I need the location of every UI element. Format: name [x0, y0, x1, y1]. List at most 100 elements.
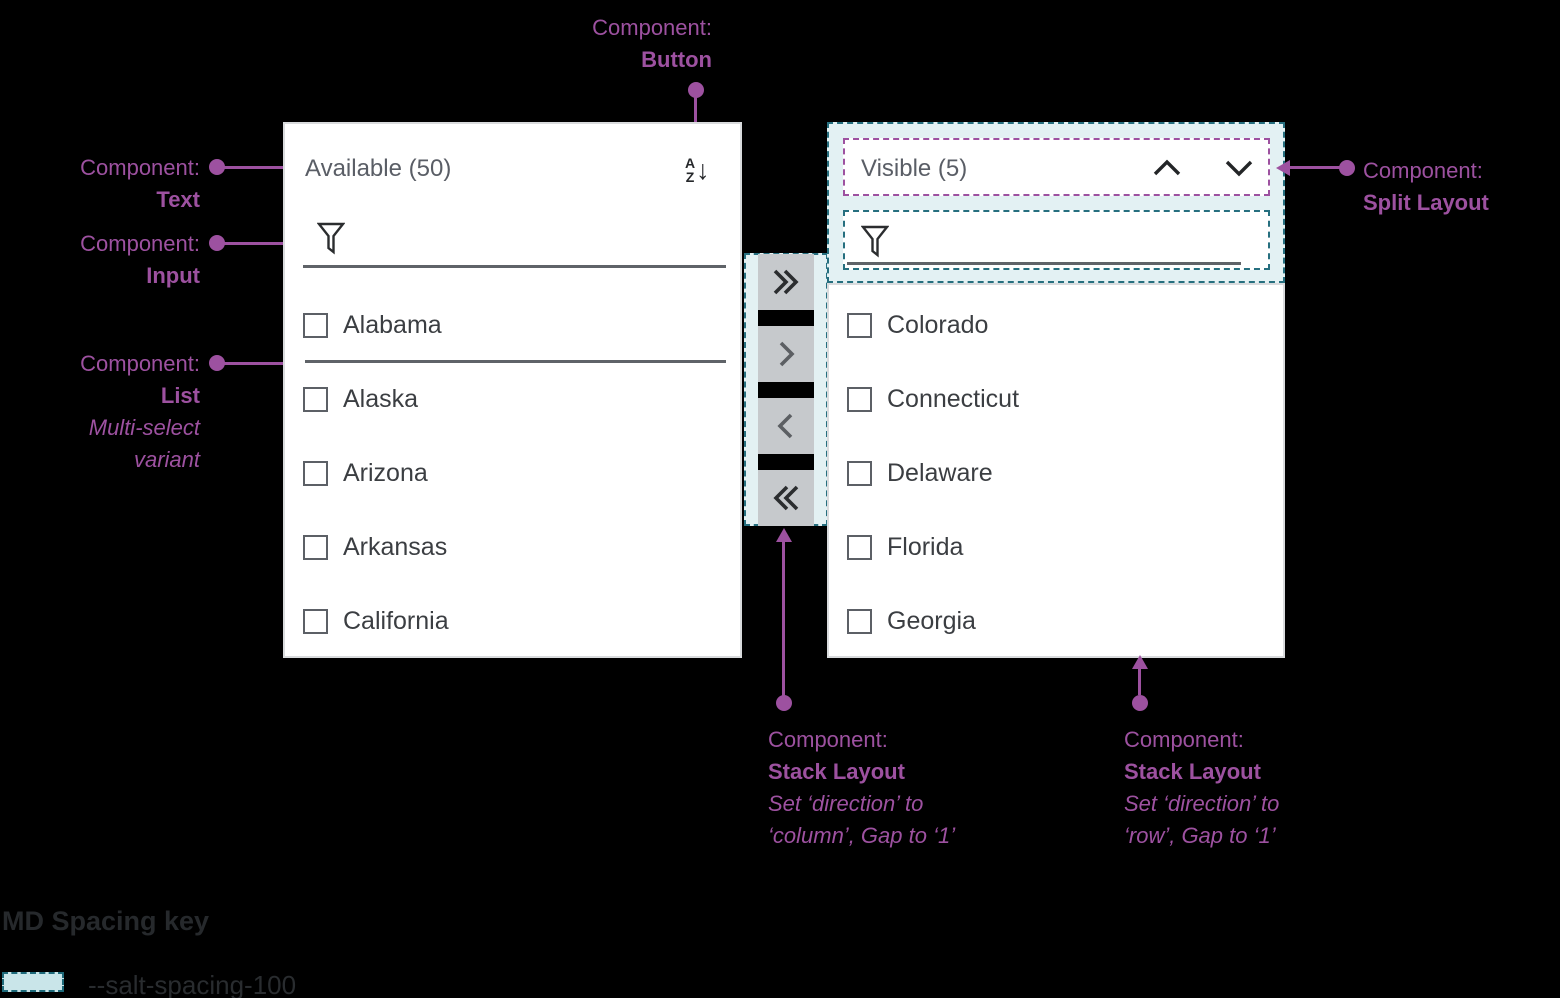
list-item[interactable]: Arkansas: [303, 530, 447, 564]
annotation-dot: [776, 695, 792, 711]
available-panel-header: Available (50): [305, 155, 452, 182]
checkbox[interactable]: [847, 608, 872, 634]
annotation-line: [224, 362, 288, 365]
annotation-name: Input: [146, 263, 200, 288]
checkbox[interactable]: [303, 312, 328, 338]
annotation-dot: [1132, 695, 1148, 711]
filter-input[interactable]: [843, 210, 1270, 270]
annotation-prefix: Component:: [1363, 158, 1483, 183]
spacing-key-token: --salt-spacing-100: [88, 970, 297, 998]
annotation-line: [224, 166, 286, 169]
list-item-label: California: [343, 606, 449, 635]
split-layout-header: Visible (5): [843, 138, 1270, 196]
annotation-button: Component: Button: [450, 12, 712, 76]
annotation-dot: [209, 235, 225, 251]
annotation-line: [1288, 166, 1340, 169]
list-item[interactable]: Colorado: [847, 308, 988, 342]
checkbox[interactable]: [303, 386, 328, 412]
list-item-label: Alabama: [343, 310, 442, 339]
annotation-detail: Set ‘direction’ to: [1124, 791, 1280, 816]
spacing-key-title: MD Spacing key: [2, 906, 210, 936]
annotation-dot: [688, 82, 704, 98]
sort-button[interactable]: A Z ↓: [681, 152, 714, 188]
list-item-label: Georgia: [887, 606, 976, 635]
input-underline: [305, 360, 726, 363]
annotation-prefix: Component:: [592, 15, 712, 40]
list-item-label: Alaska: [343, 384, 419, 413]
annotation-line: [224, 242, 286, 245]
chevron-right-icon: [779, 341, 795, 367]
available-panel: Available (50) A Z ↓ Alabama Alaska: [283, 122, 742, 658]
annotation-arrowhead: [1132, 655, 1148, 669]
sort-arrow-down-icon: ↓: [696, 154, 710, 185]
annotation-prefix: Component:: [1124, 727, 1244, 752]
checkbox[interactable]: [847, 386, 872, 412]
chevron-down-icon: [1225, 160, 1253, 177]
list-item-label: Colorado: [887, 310, 989, 339]
stack-gap: [758, 382, 814, 398]
checkbox[interactable]: [303, 460, 328, 486]
sort-letter-a: A: [685, 155, 696, 171]
visible-panel-header: Visible (5): [861, 155, 968, 182]
chevron-up-icon: [1153, 159, 1181, 176]
list-item[interactable]: Florida: [847, 530, 963, 564]
funnel-icon: [861, 225, 889, 258]
annotation-stack-layout-row: Component: Stack Layout Set ‘direction’ …: [1124, 724, 1279, 852]
list-item[interactable]: Connecticut: [847, 382, 1019, 416]
double-chevron-left-icon: [773, 485, 799, 511]
annotation-input: Component: Input: [0, 228, 200, 292]
annotation-line: [1138, 667, 1141, 695]
annotation-prefix: Component:: [80, 155, 200, 180]
list-item[interactable]: Alaska: [303, 382, 418, 416]
annotation-arrowhead: [1276, 160, 1290, 176]
move-all-right-button[interactable]: [758, 254, 814, 310]
list-item[interactable]: Arizona: [303, 456, 428, 490]
checkbox[interactable]: [303, 608, 328, 634]
list-item-label: Delaware: [887, 458, 993, 487]
annotation-split-layout: Component: Split Layout: [1363, 155, 1489, 219]
move-left-button[interactable]: [758, 398, 814, 454]
annotation-dot: [1339, 160, 1355, 176]
chevron-left-icon: [777, 413, 793, 439]
annotation-prefix: Component:: [768, 727, 888, 752]
annotation-detail: ‘column’, Gap to ‘1’: [768, 823, 956, 848]
list-item[interactable]: California: [303, 604, 449, 638]
annotation-name: Text: [156, 187, 200, 212]
list-item[interactable]: Georgia: [847, 604, 976, 638]
move-down-button[interactable]: [1217, 146, 1261, 190]
list-item-label: Arkansas: [343, 532, 448, 561]
annotation-name: Split Layout: [1363, 190, 1489, 215]
sort-letter-z: Z: [685, 169, 695, 185]
checkbox[interactable]: [847, 460, 872, 486]
annotation-detail: variant: [133, 447, 200, 472]
annotation-detail: ‘row’, Gap to ‘1’: [1124, 823, 1276, 848]
stack-gap: [758, 454, 814, 470]
filter-input[interactable]: [305, 220, 726, 363]
list-item[interactable]: Alabama: [303, 308, 442, 342]
annotation-dot: [209, 355, 225, 371]
move-right-button[interactable]: [758, 326, 814, 382]
checkbox[interactable]: [847, 312, 872, 338]
annotation-name: Button: [641, 47, 712, 72]
spacing-key-swatch: [2, 972, 64, 992]
checkbox[interactable]: [847, 534, 872, 560]
annotation-name: Stack Layout: [768, 759, 905, 784]
list-item[interactable]: Delaware: [847, 456, 993, 490]
checkbox[interactable]: [303, 534, 328, 560]
move-all-left-button[interactable]: [758, 470, 814, 526]
sort-az-icon: A Z: [685, 156, 695, 184]
annotation-line: [694, 96, 697, 134]
list-item-label: Florida: [887, 532, 964, 561]
annotation-dot: [209, 159, 225, 175]
input-underline: [847, 262, 1241, 265]
annotation-list: Component: List Multi-select variant: [0, 348, 200, 476]
stack-gap: [758, 310, 814, 326]
move-up-button[interactable]: [1145, 146, 1189, 190]
visible-panel-list: Colorado Connecticut Delaware Florida Ge…: [827, 283, 1285, 658]
annotation-prefix: Component:: [80, 351, 200, 376]
list-item-label: Arizona: [343, 458, 428, 487]
annotation-prefix: Component:: [80, 231, 200, 256]
annotation-line: [782, 540, 785, 696]
input-underline: [303, 265, 726, 268]
